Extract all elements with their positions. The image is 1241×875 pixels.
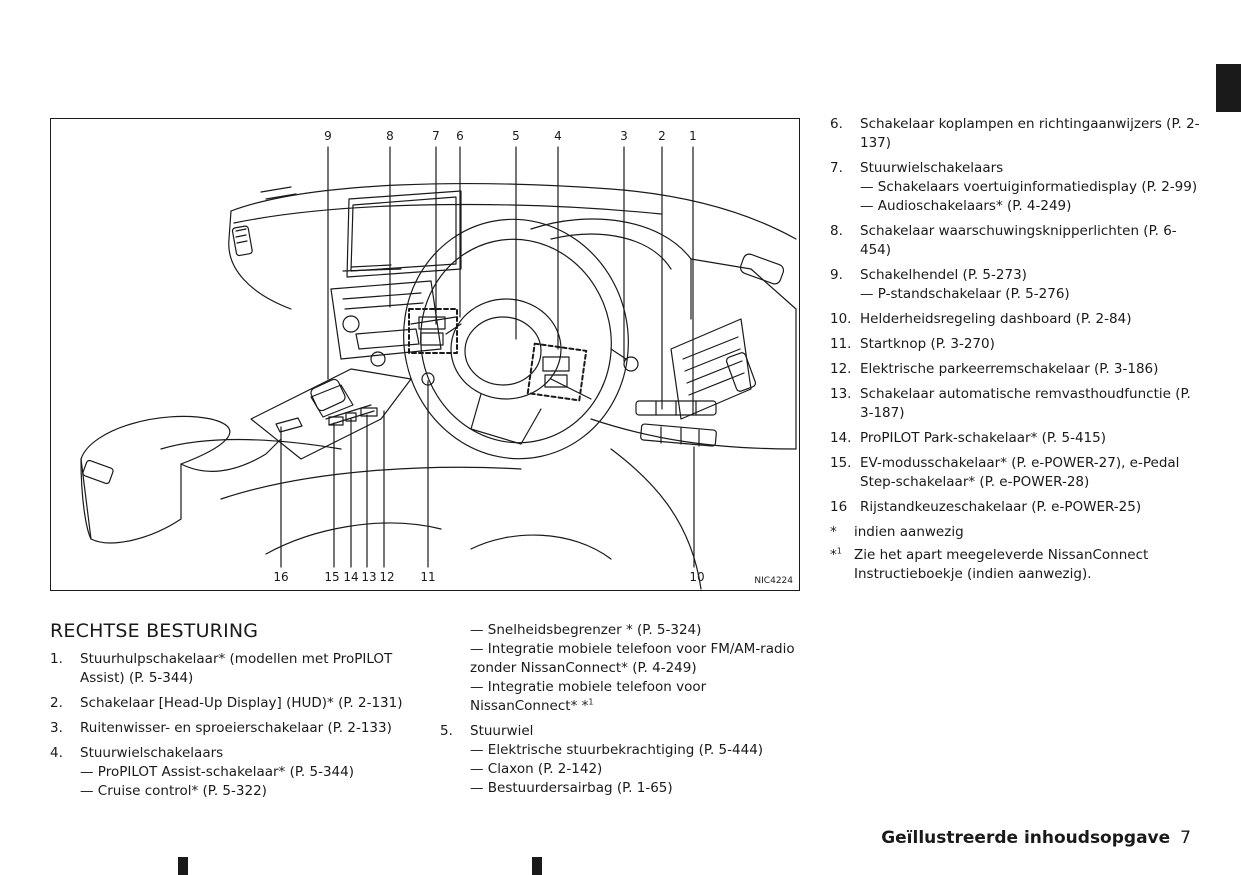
callout-5: 5 <box>512 129 520 143</box>
item-number: 4. <box>50 745 63 761</box>
item-subtext: — Elektrische stuurbekrachtiging (P. 5-4… <box>470 742 764 758</box>
callout-1: 1 <box>689 129 697 143</box>
list-item: 7. Stuurwielschakelaars — Schakelaars vo… <box>830 159 1200 216</box>
callout-16: 16 <box>273 570 289 584</box>
page-number: 7 <box>1180 828 1191 848</box>
callout-12: 12 <box>379 570 395 584</box>
item-text: Ruitenwisser- en sproeierschakelaar (P. … <box>80 720 392 736</box>
item-text: Schakelaar koplampen en richtingaanwijze… <box>860 116 1200 151</box>
item-subtext: — Cruise control* (P. 5-322) <box>80 783 267 799</box>
list-item: 2. Schakelaar [Head-Up Display] (HUD)* (… <box>50 694 430 713</box>
footnote-text: indien aanwezig <box>854 524 964 540</box>
item-number: 11. <box>830 336 852 352</box>
list-item: 16 Rijstandkeuzeschakelaar (P. e-POWER-2… <box>830 498 1200 517</box>
item-list-middle: — Snelheidsbegrenzer * (P. 5-324) — Inte… <box>440 621 800 804</box>
item-number: 8. <box>830 223 843 239</box>
list-item: 12. Elektrische parkeerremschakelaar (P.… <box>830 360 1200 379</box>
list-item: 10. Helderheidsregeling dashboard (P. 2-… <box>830 310 1200 329</box>
item-subtext: — Bestuurdersairbag (P. 1-65) <box>470 780 673 796</box>
list-item: 4. Stuurwielschakelaars — ProPILOT Assis… <box>50 744 430 801</box>
list-item: 5. Stuurwiel — Elektrische stuurbekracht… <box>440 722 800 798</box>
item-text: Stuurwielschakelaars <box>80 745 224 761</box>
list-item: 14. ProPILOT Park-schakelaar* (P. 5-415) <box>830 429 1200 448</box>
item-text: Stuurwielschakelaars <box>860 160 1004 176</box>
footnote-mark: * <box>830 524 837 540</box>
item-number: 6. <box>830 116 843 132</box>
callout-10: 10 <box>689 570 705 584</box>
item-subtext: — Audioschakelaars* (P. 4-249) <box>860 198 1072 214</box>
callout-14: 14 <box>343 570 359 584</box>
list-item: 15. EV-modusschakelaar* (P. e-POWER-27),… <box>830 454 1200 492</box>
item-number: 14. <box>830 430 852 446</box>
footer-title: Geïllustreerde inhoudsopgave <box>881 828 1171 848</box>
item-text: Startknop (P. 3-270) <box>860 336 995 352</box>
footnote-mark-sup: 1 <box>836 546 842 556</box>
item-text: Stuurhulpschakelaar* (modellen met ProPI… <box>80 651 393 686</box>
callout-7: 7 <box>432 129 440 143</box>
list-item: 8. Schakelaar waarschuwingsknipperlichte… <box>830 222 1200 260</box>
item-number: 9. <box>830 267 843 283</box>
footnote-ref: 1 <box>588 697 594 707</box>
item-number: 7. <box>830 160 843 176</box>
section-title: RECHTSE BESTURING <box>50 620 259 642</box>
item-number: 16 <box>830 499 848 515</box>
item-subtext: — P-standschakelaar (P. 5-276) <box>860 286 1070 302</box>
item-text: Schakelaar [Head-Up Display] (HUD)* (P. … <box>80 695 403 711</box>
item-text: Rijstandkeuzeschakelaar (P. e-POWER-25) <box>860 499 1142 515</box>
chapter-tab-marker <box>1216 64 1241 112</box>
list-item: 13. Schakelaar automatische remvasthoudf… <box>830 385 1200 423</box>
item-text: Stuurwiel <box>470 723 534 739</box>
item-number: 12. <box>830 361 852 377</box>
list-item: 3. Ruitenwisser- en sproeierschakelaar (… <box>50 719 430 738</box>
item-subtext: — Integratie mobiele telefoon voor FM/AM… <box>470 641 795 676</box>
footnote-mark: *1 <box>830 546 842 565</box>
callout-2: 2 <box>658 129 666 143</box>
item-text: Schakelhendel (P. 5-273) <box>860 267 1027 283</box>
item-subtext-body: — Integratie mobiele telefoon voor Nissa… <box>470 679 707 714</box>
item-text: ProPILOT Park-schakelaar* (P. 5-415) <box>860 430 1106 446</box>
figure-code: NIC4224 <box>754 576 793 586</box>
callout-13: 13 <box>361 570 377 584</box>
crop-mark-left <box>178 857 188 875</box>
item-subtext: — Snelheidsbegrenzer * (P. 5-324) <box>470 622 702 638</box>
item-text: EV-modusschakelaar* (P. e-POWER-27), e-P… <box>860 455 1180 490</box>
item-number: 15. <box>830 455 852 471</box>
item-text: Helderheidsregeling dashboard (P. 2-84) <box>860 311 1132 327</box>
item-subtext: — ProPILOT Assist-schakelaar* (P. 5-344) <box>80 764 354 780</box>
dashboard-illustration: 9 8 7 6 5 4 3 2 1 16 15 14 13 12 11 10 N… <box>50 118 800 591</box>
item-subtext: — Schakelaars voertuiginformatiedisplay … <box>860 179 1198 195</box>
item-text: Schakelaar waarschuwingsknipperlichten (… <box>860 223 1177 258</box>
item-number: 2. <box>50 695 63 711</box>
callout-8: 8 <box>386 129 394 143</box>
item-text: Schakelaar automatische remvasthoudfunct… <box>860 386 1191 421</box>
callout-9: 9 <box>324 129 332 143</box>
callout-11: 11 <box>420 570 436 584</box>
callout-4: 4 <box>554 129 562 143</box>
callout-3: 3 <box>620 129 628 143</box>
item-subtext: — Claxon (P. 2-142) <box>470 761 603 777</box>
item-subtext: — Integratie mobiele telefoon voor Nissa… <box>470 678 800 716</box>
item-number: 5. <box>440 723 453 739</box>
list-item: 1. Stuurhulpschakelaar* (modellen met Pr… <box>50 650 430 688</box>
list-item: 6. Schakelaar koplampen en richtingaanwi… <box>830 115 1200 153</box>
item-text: Elektrische parkeerremschakelaar (P. 3-1… <box>860 361 1159 377</box>
item-list-left: 1. Stuurhulpschakelaar* (modellen met Pr… <box>50 650 430 807</box>
page-footer: Geïllustreerde inhoudsopgave 7 <box>881 828 1191 848</box>
item-number: 10. <box>830 311 852 327</box>
footnote-text: Zie het apart meegeleverde NissanConnect… <box>854 547 1149 582</box>
dashboard-line-drawing <box>80 146 797 590</box>
crop-mark-right <box>532 857 542 875</box>
list-item-continuation: — Snelheidsbegrenzer * (P. 5-324) — Inte… <box>440 621 800 716</box>
item-number: 1. <box>50 651 63 667</box>
item-number: 13. <box>830 386 852 402</box>
footnote-item: * indien aanwezig <box>830 523 1200 542</box>
callout-15: 15 <box>324 570 340 584</box>
footnote-item: *1 Zie het apart meegeleverde NissanConn… <box>830 546 1200 584</box>
list-item: 11. Startknop (P. 3-270) <box>830 335 1200 354</box>
footnote-mark-symbol: * <box>830 547 837 563</box>
list-item: 9. Schakelhendel (P. 5-273) — P-standsch… <box>830 266 1200 304</box>
item-list-right: 6. Schakelaar koplampen en richtingaanwi… <box>830 115 1200 588</box>
item-number: 3. <box>50 720 63 736</box>
callout-6: 6 <box>456 129 464 143</box>
